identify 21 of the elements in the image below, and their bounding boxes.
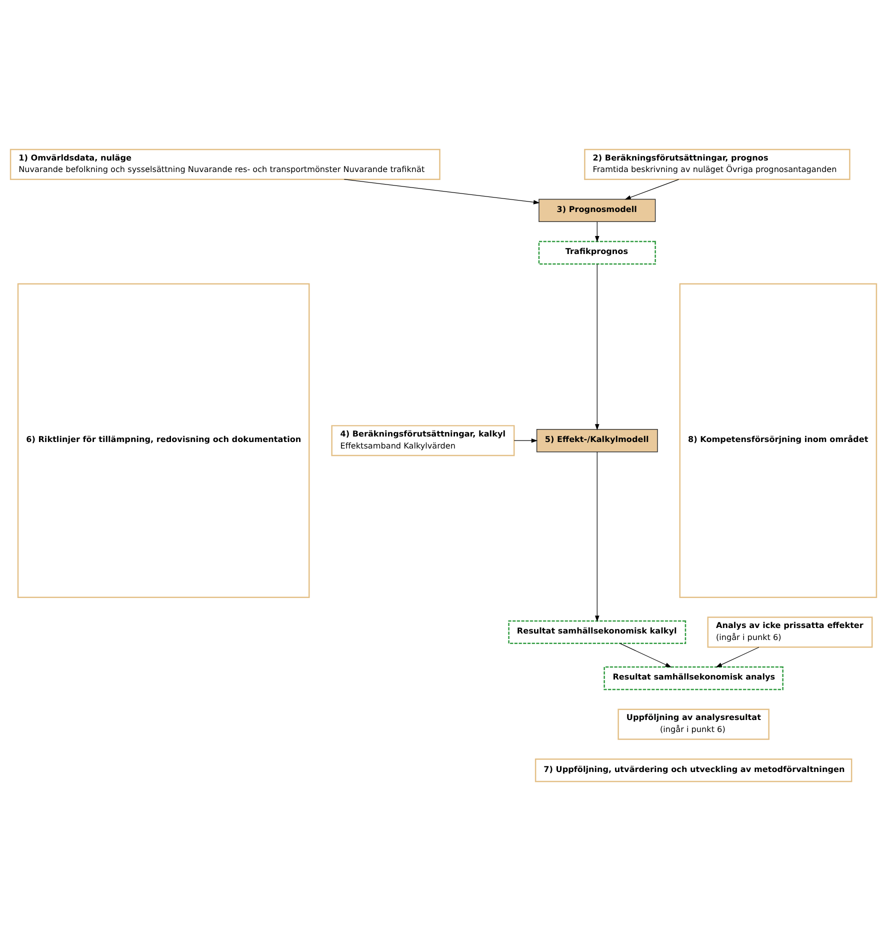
- node-box: 5) Effekt-/Kalkylmodell: [536, 428, 658, 452]
- node-box: Resultat samhällsekonomisk kalkyl: [508, 620, 686, 644]
- arrow: [620, 642, 672, 667]
- node-box: 2) Beräkningsförutsättningar, prognos Framtida beskrivning av nuläget Övriga prognosantaganden: [584, 148, 850, 180]
- arrow: [344, 178, 540, 204]
- arrow: [624, 178, 680, 200]
- node-box: 1) Omvärldsdata, nuläge Nuvarande befolkning och sysselsättning Nuvarande res- och transportmönster Nuvarande trafiknät: [10, 148, 440, 180]
- arrow: [514, 438, 538, 442]
- arrow: [716, 646, 760, 667]
- node-box: Trafikprognos: [538, 240, 656, 264]
- node-box: 4) Beräkningsförutsättningar, kalkyl Effektsamband Kalkylvärden: [331, 424, 515, 456]
- node-box: Analys av icke prissatta effekter (ingår i punkt 6): [707, 616, 873, 648]
- arrow: [594, 263, 600, 430]
- node-box: 6) Riktlinjer för tillämpning, redovisning och dokumentation: [17, 282, 310, 598]
- node-box: 8) Kompetensförsörjning inom området: [679, 282, 878, 598]
- arrow: [594, 221, 600, 242]
- arrow: [594, 451, 600, 622]
- node-box: Uppföljning av analysresultat (ingår i punkt 6): [618, 708, 770, 740]
- node-box: 7) Uppföljning, utvärdering och utveckling av metodförvaltningen: [534, 758, 852, 782]
- node-box: Resultat samhällsekonomisk analys: [604, 666, 784, 690]
- node-box: 3) Prognosmodell: [538, 198, 656, 222]
